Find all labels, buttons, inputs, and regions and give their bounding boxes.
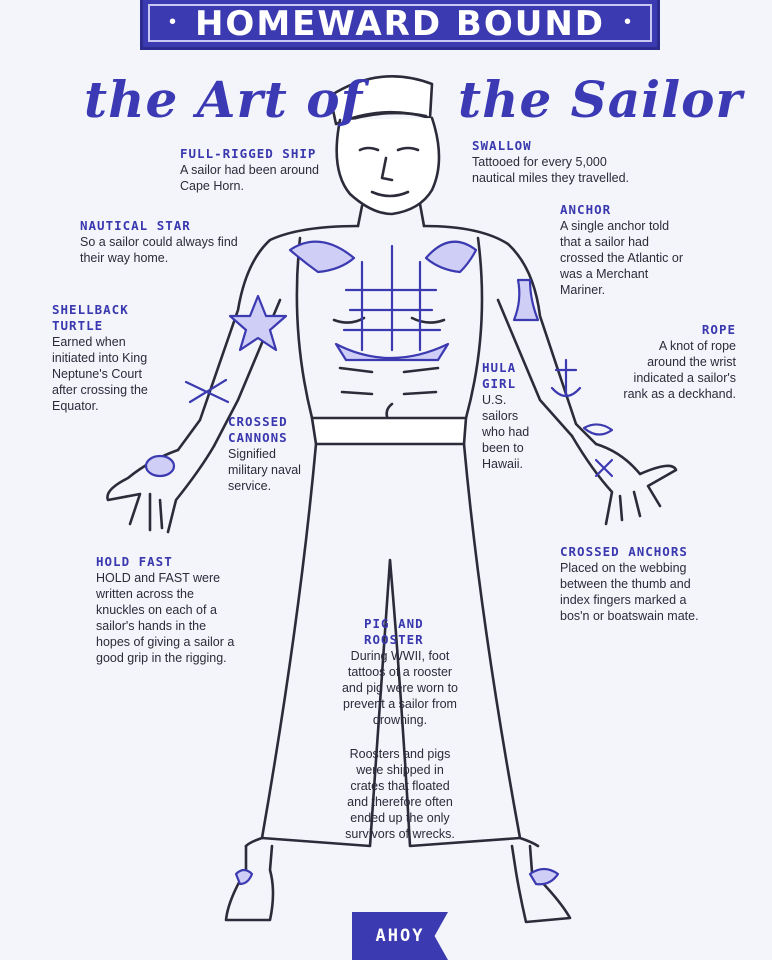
banner-dot-right: • <box>623 11 631 33</box>
text-shellback-turtle: Earned when initiated into King Neptune'… <box>52 335 148 413</box>
heading-anchor: ANCHOR <box>560 202 612 217</box>
heading-full-rigged-ship: FULL-RIGGED SHIP <box>180 146 317 161</box>
note-crossed-cannons: CROSSED CANNONS Signified military naval… <box>228 414 308 494</box>
text-pig-and-rooster: During WWII, foot tattoos of a rooster a… <box>341 649 459 727</box>
ahoy-ribbon: AHOY <box>352 912 448 960</box>
heading-crossed-cannons: CROSSED CANNONS <box>228 414 288 445</box>
text-nautical-star: So a sailor could always find their way … <box>80 235 238 265</box>
text-rope: A knot of rope around the wrist indicate… <box>623 339 736 401</box>
heading-shellback-turtle: SHELLBACK TURTLE <box>52 302 129 333</box>
text-crossed-anchors: Placed on the webbing between the thumb … <box>560 561 699 623</box>
title-banner: • HOMEWARD BOUND • <box>140 0 660 50</box>
note-nautical-star: NAUTICAL STAR So a sailor could always f… <box>80 218 248 266</box>
note-shellback-turtle: SHELLBACK TURTLE Earned when initiated i… <box>52 302 152 414</box>
page-title: HOMEWARD BOUND <box>194 3 606 44</box>
note-hold-fast: HOLD FAST HOLD and FAST were written acr… <box>96 554 236 666</box>
banner-border <box>148 4 652 42</box>
heading-hula-girl: HULA GIRL <box>482 360 517 391</box>
text-full-rigged-ship: A sailor had been around Cape Horn. <box>180 163 319 193</box>
note-full-rigged-ship: FULL-RIGGED SHIP A sailor had been aroun… <box>180 146 330 194</box>
heading-pig-and-rooster: PIG AND ROOSTER <box>364 616 424 647</box>
note-hula-girl: HULA GIRL U.S. sailors who had been to H… <box>482 360 544 472</box>
heading-rope: ROPE <box>701 322 736 337</box>
text-crossed-cannons: Signified military naval service. <box>228 447 301 493</box>
heading-crossed-anchors: CROSSED ANCHORS <box>560 544 688 559</box>
heading-hold-fast: HOLD FAST <box>96 554 173 569</box>
note-pig-and-rooster: PIG AND ROOSTER During WWII, foot tattoo… <box>340 616 460 842</box>
text-swallow: Tattooed for every 5,000 nautical miles … <box>472 155 630 185</box>
banner-dot-left: • <box>169 11 177 33</box>
note-rope: ROPE A knot of rope around the wrist ind… <box>620 322 736 402</box>
note-crossed-anchors: CROSSED ANCHORS Placed on the webbing be… <box>560 544 716 624</box>
text-hold-fast: HOLD and FAST were written across the kn… <box>96 571 235 665</box>
note-anchor: ANCHOR A single anchor told that a sailo… <box>560 202 690 298</box>
subtitle-right: the Sailor <box>458 70 743 129</box>
text-anchor: A single anchor told that a sailor had c… <box>560 219 683 297</box>
heading-nautical-star: NAUTICAL STAR <box>80 218 191 233</box>
text-pig-and-rooster-2: Roosters and pigs were shipped in crates… <box>345 747 455 841</box>
text-hula-girl: U.S. sailors who had been to Hawaii. <box>482 393 530 471</box>
subtitle-left: the Art of <box>84 70 364 129</box>
note-swallow: SWALLOW Tattooed for every 5,000 nautica… <box>472 138 632 186</box>
heading-swallow: SWALLOW <box>472 138 532 153</box>
